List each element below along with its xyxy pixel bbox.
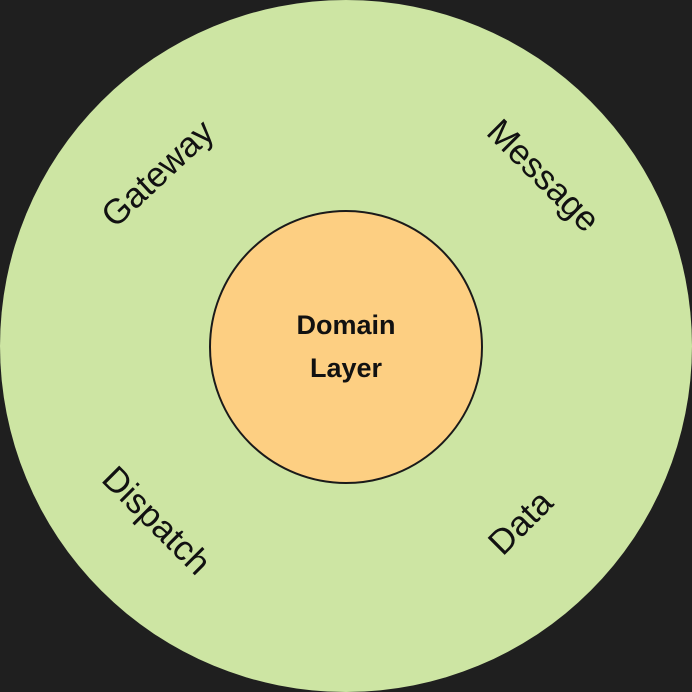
core-label-line2: Layer: [309, 353, 383, 383]
domain-layer-core: Domain Layer: [209, 210, 483, 484]
core-label-line1: Domain: [296, 310, 396, 340]
